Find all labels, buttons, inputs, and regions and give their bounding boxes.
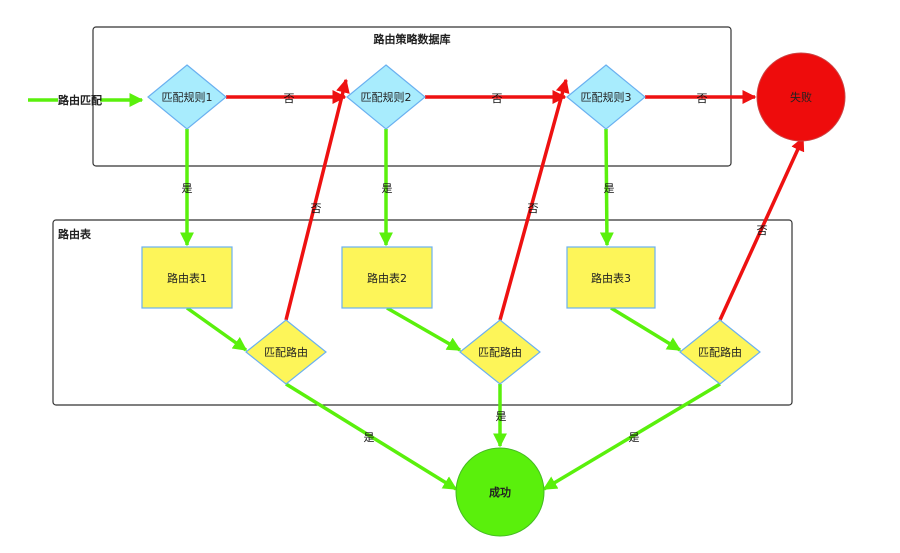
edge-match2-rule3 bbox=[498, 78, 570, 321]
edge-label-no-2: 否 bbox=[492, 92, 503, 105]
edge-label-no-3: 否 bbox=[697, 92, 708, 105]
edge-label-yes-5: 是 bbox=[496, 410, 507, 423]
entry-label: 路由匹配 bbox=[58, 93, 102, 107]
match-route-node-3: 匹配路由 bbox=[679, 319, 761, 385]
policy-db-title: 路由策略数据库 bbox=[374, 32, 451, 46]
edge-table3-match3 bbox=[610, 306, 682, 352]
edge-match1-success bbox=[285, 382, 458, 491]
match-route-node-2: 匹配路由 bbox=[459, 319, 541, 385]
route-table-label-1: 路由表1 bbox=[167, 271, 207, 285]
success-label: 成功 bbox=[489, 485, 511, 499]
rule-node-1: 匹配规则1 bbox=[147, 64, 227, 130]
edge-label-yes-3: 是 bbox=[604, 182, 615, 195]
route-table-node-1: 路由表1 bbox=[141, 246, 233, 309]
edge-match1-rule2 bbox=[284, 78, 350, 321]
edge-table2-match2 bbox=[386, 306, 462, 352]
edge-labels: 否 否 否 是 是 是 否 否 否 是 是 是 bbox=[182, 92, 768, 444]
edge-label-no-6: 否 bbox=[757, 224, 768, 237]
edges bbox=[28, 78, 805, 491]
edge-table1-match1 bbox=[185, 306, 248, 352]
route-table-label-3: 路由表3 bbox=[591, 271, 631, 285]
edge-label-yes-4: 是 bbox=[364, 431, 375, 444]
success-node: 成功 bbox=[455, 447, 545, 537]
route-table-node-3: 路由表3 bbox=[566, 246, 656, 309]
rule-label-1: 匹配规则1 bbox=[162, 90, 213, 104]
match-route-label-3: 匹配路由 bbox=[698, 345, 742, 359]
route-table-title: 路由表 bbox=[58, 227, 92, 241]
edge-label-yes-2: 是 bbox=[382, 182, 393, 195]
rule-label-3: 匹配规则3 bbox=[581, 90, 632, 104]
edge-label-no-5: 否 bbox=[528, 202, 539, 215]
edge-label-yes-1: 是 bbox=[182, 182, 193, 195]
edge-match3-fail bbox=[718, 136, 805, 321]
rule-label-2: 匹配规则2 bbox=[361, 90, 412, 104]
rule-node-2: 匹配规则2 bbox=[346, 64, 426, 130]
fail-label: 失败 bbox=[790, 90, 812, 104]
edge-rule3-table3 bbox=[599, 128, 614, 247]
edge-match3-success bbox=[542, 382, 721, 491]
match-route-label-1: 匹配路由 bbox=[264, 345, 308, 359]
match-route-label-2: 匹配路由 bbox=[478, 345, 522, 359]
edge-label-yes-6: 是 bbox=[629, 431, 640, 444]
fail-node: 失败 bbox=[756, 52, 846, 142]
rule-node-3: 匹配规则3 bbox=[566, 64, 646, 130]
route-table-node-2: 路由表2 bbox=[341, 246, 433, 309]
route-table-container bbox=[52, 219, 793, 406]
edge-label-no-4: 否 bbox=[311, 202, 322, 215]
route-table-label-2: 路由表2 bbox=[367, 271, 407, 285]
match-route-node-1: 匹配路由 bbox=[245, 319, 327, 385]
edge-label-no-1: 否 bbox=[284, 92, 295, 105]
